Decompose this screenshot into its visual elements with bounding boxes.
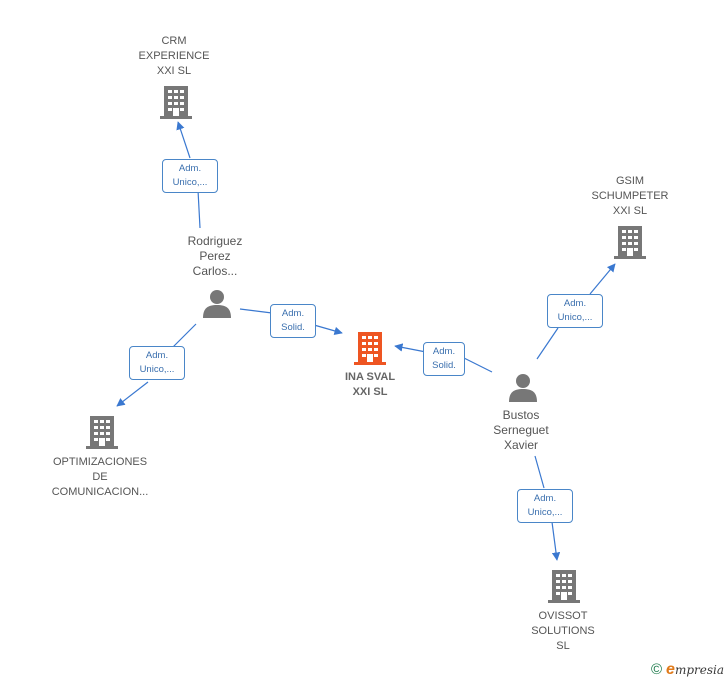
node-label-gsim[interactable]: GSIM SCHUMPETER XXI SL	[591, 175, 669, 217]
node-label-crm[interactable]: CRM EXPERIENCE XXI SL	[138, 35, 210, 77]
node-label-rodriguez[interactable]: Rodriguez Perez Carlos...	[187, 234, 243, 278]
person-icon[interactable]	[202, 288, 232, 318]
building-icon[interactable]	[548, 568, 580, 604]
edge-rodriguez-inasval	[239, 308, 342, 333]
edge-label-bustos-inasval[interactable]: Adm. Solid.	[423, 342, 465, 376]
node-label-bustos[interactable]: Bustos Serneguet Xavier	[493, 408, 549, 452]
edge-rodriguez-crm	[178, 122, 201, 229]
brand-logo-text: mpresia	[674, 663, 724, 677]
edge-label-bustos-gsim[interactable]: Adm. Unico,...	[547, 294, 603, 328]
building-icon[interactable]	[86, 414, 118, 450]
edge-label-bustos-ovissot[interactable]: Adm. Unico,...	[517, 489, 573, 523]
node-label-ovissot[interactable]: OVISSOT SOLUTIONS SL	[531, 610, 595, 652]
brand-logo-initial: e	[666, 661, 675, 678]
node-label-inasval[interactable]: INA SVAL XXI SL	[344, 371, 396, 398]
building-icon-focus[interactable]	[354, 330, 386, 366]
edge-rodriguez-optimizaciones	[117, 323, 197, 406]
edge-bustos-ovissot	[534, 455, 557, 560]
edge-bustos-inasval	[395, 346, 493, 373]
node-label-optimizaciones[interactable]: OPTIMIZACIONES DE COMUNICACION...	[51, 456, 149, 498]
edge-label-rodriguez-optimizaciones[interactable]: Adm. Unico,...	[129, 346, 185, 380]
edge-label-rodriguez-inasval[interactable]: Adm. Solid.	[270, 304, 316, 338]
person-icon[interactable]	[508, 372, 538, 402]
footer-brand: ©empresia	[651, 661, 724, 679]
building-icon[interactable]	[160, 84, 192, 120]
edge-bustos-gsim	[536, 264, 615, 360]
building-icon[interactable]	[614, 224, 646, 260]
copyright-symbol: ©	[650, 661, 663, 678]
edge-label-rodriguez-crm[interactable]: Adm. Unico,...	[162, 159, 218, 193]
